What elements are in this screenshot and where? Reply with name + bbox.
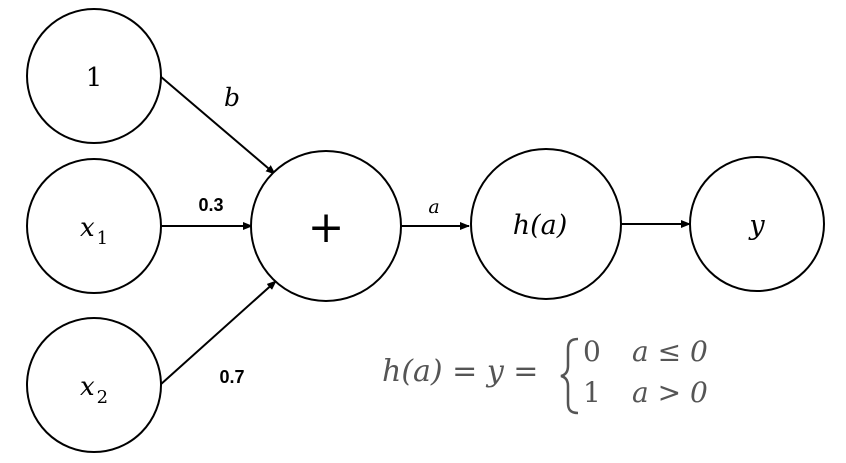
x2-weight-label: 0.7 <box>219 367 244 387</box>
edge-x2-to-sum <box>159 280 277 386</box>
formula-case1-value: 0 <box>583 335 601 368</box>
sum-node-label: + <box>308 202 345 253</box>
bias-node <box>26 8 162 144</box>
edge-bias-to-sum <box>159 75 276 175</box>
output-node-label: y <box>748 210 765 241</box>
x1-weight-label: 0.3 <box>198 195 223 215</box>
formula-case2-value: 1 <box>583 376 601 409</box>
sum-output-label: a <box>428 196 439 218</box>
x2-node <box>26 317 162 453</box>
activation-formula: h(a) = y = 0 a ≤ 0 1 a > 0 <box>382 335 708 415</box>
formula-case2-condition: a > 0 <box>632 376 708 409</box>
bias-node-label: 1 <box>86 63 103 93</box>
sum-node <box>250 150 402 302</box>
bias-weight-label: b <box>224 83 240 112</box>
activation-node-label: h(a) <box>513 210 568 241</box>
output-node <box>689 156 825 292</box>
x1-node <box>26 158 162 294</box>
formula-case1-condition: a ≤ 0 <box>632 335 708 368</box>
formula-lhs: h(a) = y = <box>382 354 538 389</box>
formula-brace <box>560 337 579 415</box>
activation-node <box>470 148 622 300</box>
